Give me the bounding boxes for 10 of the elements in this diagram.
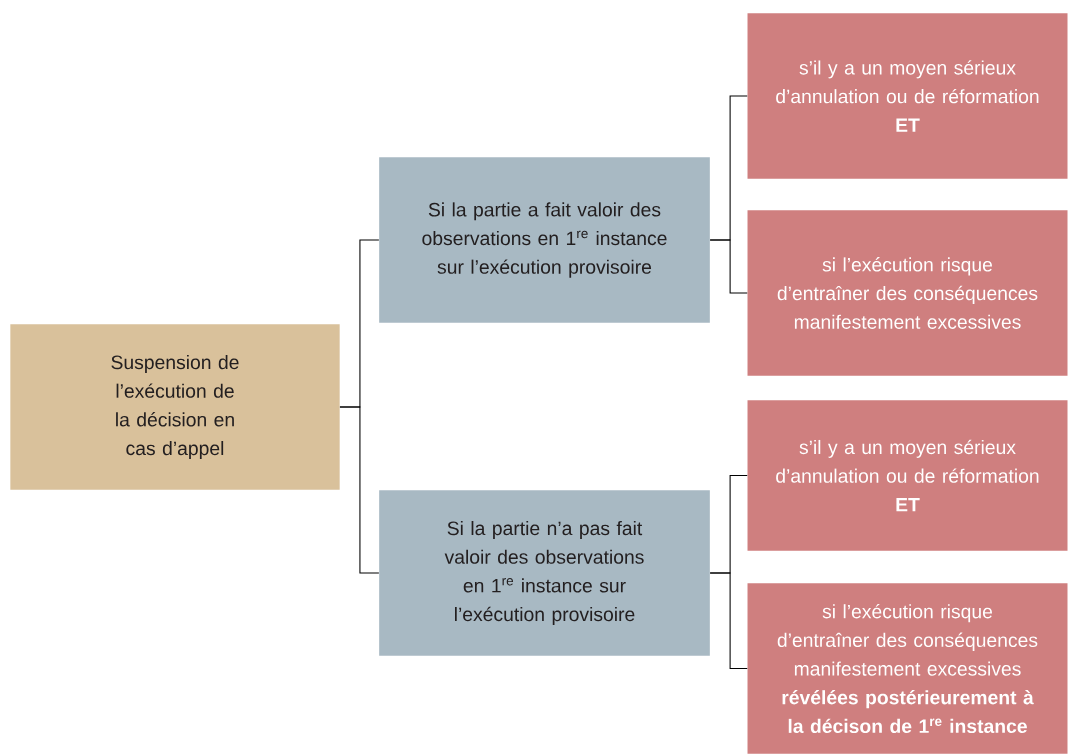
condition-box: Si la partie a fait valoir des observations en 1$^{re}$ instance sur l’exécution provisoire [379,157,710,323]
condition-box: Si la partie n’a pas fait valoir des observations en 1$^{re}$ instance sur l’exécution provisoire [379,490,710,656]
criterion-box: si l’exécution risque d’entraîner des conséquences manifestement excessives [747,210,1068,376]
connector-line [339,406,380,574]
connector-line [709,239,748,294]
criterion-box: s’il y a un moyen sérieux d’annulation ou de réformation ET [747,400,1068,551]
connector-line [709,572,748,670]
criterion-box: si l’exécution risque d’entraîner des conséquences manifestement excessives révélées postérieurement à la décison de 1$^{re}$ instance [747,583,1068,754]
topic-box: Suspension de l’exécution de la décision en cas d’appel [10,324,340,490]
criterion-box: s’il y a un moyen sérieux d’annulation ou de réformation ET [747,13,1068,179]
